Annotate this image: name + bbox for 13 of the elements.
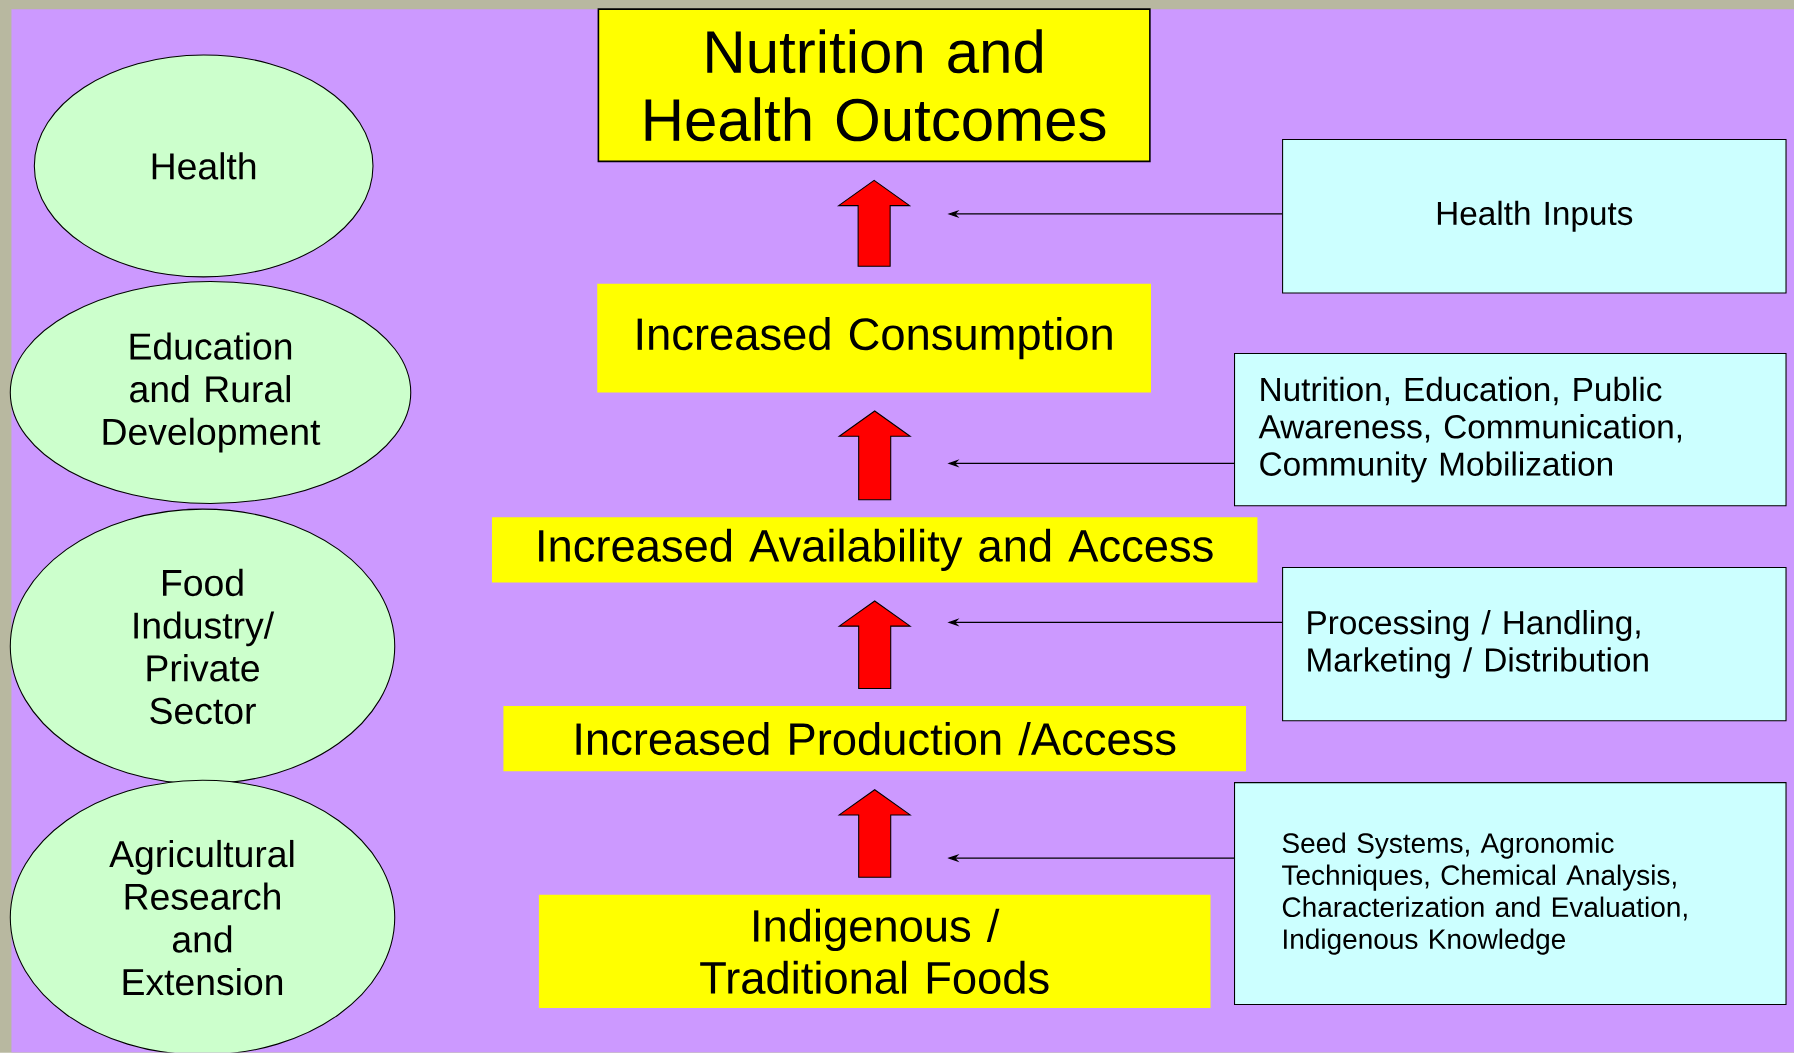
block-arrow — [837, 410, 912, 501]
stage-box: Indigenous / Traditional Foods — [538, 894, 1211, 1009]
input-box: Processing / Handling, Marketing / Distribution — [1282, 567, 1787, 722]
input-box: Health Inputs — [1282, 139, 1787, 294]
input-box: Nutrition, Education, Public Awareness, Communication, Community Mobilization — [1234, 353, 1787, 507]
input-box: Seed Systems, Agronomic Techniques, Chemical Analysis, Characterization and Evaluation, Indigenous Knowledge — [1234, 782, 1787, 1006]
outcome-box: Nutrition and Health Outcomes — [597, 8, 1151, 163]
stage-box: Increased Availability and Access — [492, 517, 1258, 583]
block-arrow — [837, 179, 912, 268]
stage-box: Increased Production /Access — [503, 706, 1246, 772]
block-arrow — [837, 600, 912, 690]
block-arrow — [837, 789, 912, 879]
stage-box: Increased Consumption — [597, 283, 1151, 393]
